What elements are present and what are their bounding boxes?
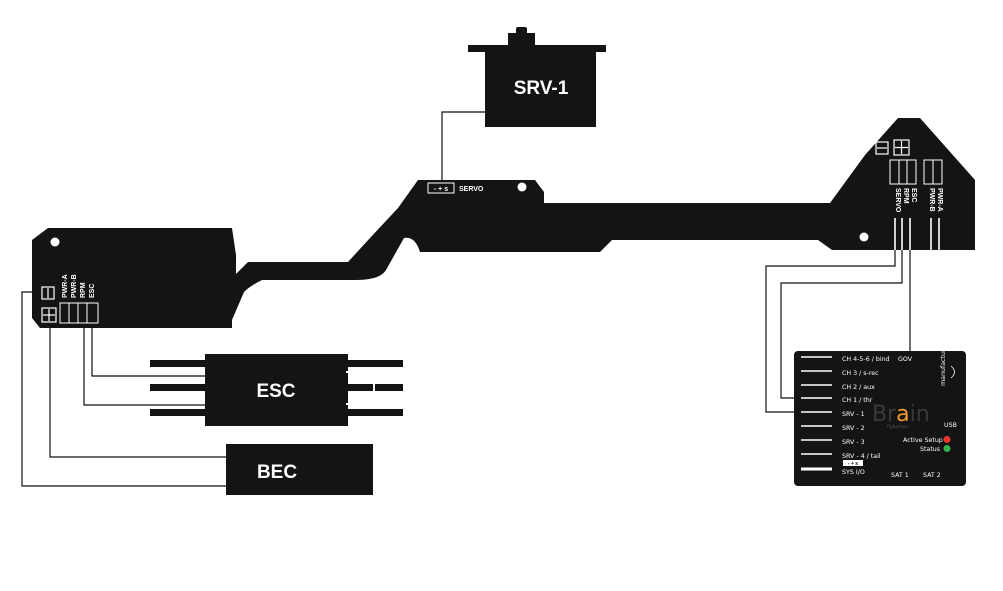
brain-usb: USB (944, 422, 957, 429)
svg-text:ESC: ESC (910, 188, 917, 202)
svg-text:RPM: RPM (902, 188, 909, 204)
brain-port-stripes (801, 356, 832, 471)
plus-icon (893, 139, 910, 156)
board-servo-connector: - + s SERVO (427, 182, 484, 194)
wire-servo (441, 111, 485, 182)
esc-module: ESC (150, 354, 403, 426)
svg-text:ESC: ESC (89, 284, 96, 298)
plus-icon (41, 307, 57, 323)
wire-esc (91, 325, 205, 377)
svg-text:- + s: - + s (434, 186, 448, 193)
mount-hole (287, 241, 297, 251)
led-status-icon (943, 445, 951, 452)
svg-text:SRV - 2: SRV - 2 (842, 425, 865, 432)
svg-text:- + s: - + s (848, 461, 858, 467)
bec-module: BEC (226, 444, 373, 495)
brain-status: Status (920, 446, 940, 453)
brain-sat2: SAT 2 (923, 472, 941, 479)
svg-text:PWR-B: PWR-B (928, 188, 935, 212)
minus-icon (875, 141, 889, 155)
brain-sys-io: SYS I/O (842, 469, 865, 476)
brain-sat1: SAT 1 (891, 472, 909, 479)
mount-hole (50, 237, 60, 247)
svg-text:PWR-B: PWR-B (71, 274, 78, 298)
wire-pwr-b (49, 325, 226, 458)
board-body (32, 118, 975, 328)
manufacturer-logo (950, 365, 955, 379)
svg-text:CH 3 / s-rec: CH 3 / s-rec (842, 370, 879, 377)
brain-active-setup: Active Setup (903, 437, 943, 444)
wire-brain-servo (765, 250, 896, 413)
servo-srv-1: SRV-1 (468, 27, 606, 127)
svg-text:SERVO: SERVO (894, 188, 901, 213)
svg-text:PWR-A: PWR-A (62, 274, 69, 298)
minus-icon (41, 286, 55, 300)
brain-unit: CH 4-5-6 / bind CH 3 / s-rec CH 2 / aux … (794, 332, 966, 486)
brain-logo: Brain (872, 402, 930, 427)
svg-text:CH 2 / aux: CH 2 / aux (842, 384, 875, 391)
brain-gov: GOV (898, 356, 913, 363)
esc-label: ESC (256, 381, 295, 402)
svg-text:PWR-A: PWR-A (936, 188, 943, 212)
wire-rpm (83, 325, 205, 406)
svg-text:SRV - 1: SRV - 1 (842, 411, 865, 418)
control-board: - + s SERVO PWR-A PWR-B RPM ESC (32, 118, 975, 328)
led-active-icon (943, 436, 951, 443)
mount-hole (517, 182, 527, 192)
svg-text:CH 1 / thr: CH 1 / thr (842, 397, 873, 404)
board-servo-label: SERVO (459, 186, 484, 193)
board-right-connectors: SERVO RPM ESC PWR-B PWR-A (875, 139, 943, 250)
brain-logo-sub: flybarless (887, 424, 909, 430)
wire-brain-rpm (780, 250, 903, 399)
svg-text:CH 4-5-6 / bind: CH 4-5-6 / bind (842, 356, 890, 363)
board-left-connectors: PWR-A PWR-B RPM ESC (41, 274, 99, 324)
servo-label: SRV-1 (514, 78, 569, 99)
mount-hole (859, 232, 869, 242)
svg-text:RPM: RPM (80, 282, 87, 298)
svg-text:SRV - 4 / tail: SRV - 4 / tail (842, 453, 881, 460)
bec-label: BEC (257, 462, 297, 483)
svg-text:SRV - 3: SRV - 3 (842, 439, 865, 446)
brain-manufacturer: manufactured by (940, 332, 947, 386)
